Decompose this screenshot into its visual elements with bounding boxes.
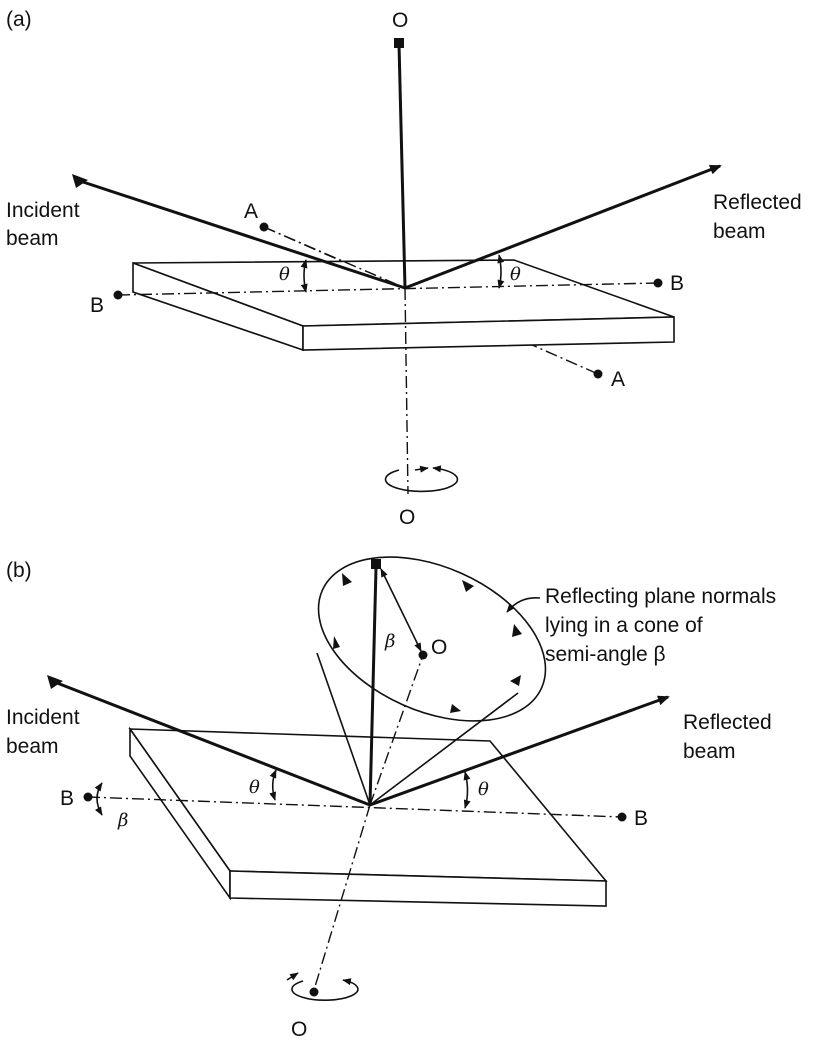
incident-beam-label-b-line2: beam bbox=[6, 735, 59, 758]
axis-o-cone-label-b: O bbox=[431, 636, 447, 659]
panel-b: (b) bbox=[6, 556, 776, 1041]
theta-arc-left-b bbox=[269, 769, 277, 801]
cone-axis-o-point bbox=[418, 650, 428, 660]
incident-beam-tail-b bbox=[47, 675, 63, 689]
rotation-arrow-head-b bbox=[286, 972, 299, 981]
incident-beam-label-a-line1: Incident bbox=[6, 199, 80, 222]
axis-a-bottom-label: A bbox=[611, 368, 625, 391]
beta-arrow-cone bbox=[380, 568, 422, 652]
cone-base-ellipse bbox=[317, 556, 547, 722]
axis-b-left-label-a: B bbox=[90, 294, 104, 317]
panel-b-tag: (b) bbox=[6, 559, 32, 582]
cone-axis-dashed bbox=[369, 654, 424, 806]
axis-o-bottom-label-a: O bbox=[399, 506, 415, 529]
theta-label-left-b: θ bbox=[249, 777, 260, 798]
axis-a-top-label: A bbox=[244, 200, 258, 223]
rotation-arrow-b bbox=[291, 978, 359, 1002]
crystal-slab-a bbox=[132, 259, 675, 352]
panel-a-tag: (a) bbox=[6, 8, 32, 31]
crystal-slab-b bbox=[128, 726, 608, 907]
cone-side-left bbox=[316, 652, 371, 806]
reflected-beam-label-a-line2: beam bbox=[713, 220, 766, 243]
incident-beam-a bbox=[76, 178, 406, 290]
incident-beam-label-a-line2: beam bbox=[6, 227, 59, 250]
reflected-beam-label-b-line2: beam bbox=[683, 740, 736, 763]
normal-o-end-marker bbox=[394, 38, 404, 48]
reflected-beam-b bbox=[369, 695, 670, 807]
axis-a-point-bottom bbox=[593, 369, 603, 379]
axis-o-point-b bbox=[309, 987, 319, 997]
normal-end-marker-b bbox=[371, 559, 381, 569]
axis-o-bottom-label-b: O bbox=[291, 1018, 307, 1041]
normal-line-b bbox=[368, 567, 378, 806]
panel-a: (a) θ θ O bbox=[6, 8, 802, 529]
cone-note-line1: Reflecting plane normals bbox=[545, 585, 776, 608]
beta-rotation-arrow-b bbox=[94, 782, 103, 816]
reflected-beam-label-a-line1: Reflected bbox=[713, 191, 802, 214]
axis-b-right-label-b: B bbox=[634, 807, 648, 830]
axis-b-point-right-a bbox=[653, 278, 663, 288]
beta-label-cone: β bbox=[384, 631, 395, 652]
incident-beam-b bbox=[51, 679, 371, 807]
axis-b-point-left-a bbox=[113, 290, 123, 300]
theta-label-right-a: θ bbox=[510, 264, 521, 285]
cone-note-pointer bbox=[506, 596, 541, 613]
theta-arc-left-a bbox=[300, 259, 308, 293]
theta-label-right-b: θ bbox=[478, 779, 489, 800]
beta-label-b-axis: β bbox=[117, 810, 128, 831]
axis-b-line-a bbox=[117, 282, 659, 296]
rotation-axis-o-dashed bbox=[404, 287, 409, 495]
axis-b-point-left-b bbox=[83, 792, 93, 802]
normals-cone bbox=[316, 556, 547, 806]
incident-beam-label-b-line1: Incident bbox=[6, 706, 80, 729]
cone-note-line3: semi-angle β bbox=[545, 643, 666, 666]
theta-arc-right-a bbox=[497, 254, 505, 289]
reflected-beam-a bbox=[404, 164, 722, 290]
axis-b-right-label-a: B bbox=[670, 272, 684, 295]
cone-side-right bbox=[369, 692, 519, 806]
axis-a-line-front bbox=[263, 226, 406, 289]
axis-b-line-b bbox=[87, 796, 623, 818]
theta-label-left-a: θ bbox=[279, 264, 290, 285]
axis-b-point-right-b bbox=[617, 812, 627, 822]
rotation-arrow-head-a bbox=[414, 465, 429, 473]
axis-o-top-label-a: O bbox=[392, 9, 408, 32]
axis-b-left-label-b: B bbox=[60, 787, 74, 810]
reflected-beam-label-b-line1: Reflected bbox=[683, 711, 772, 734]
rotation-arrow-a bbox=[384, 465, 459, 493]
incident-beam-tail-a bbox=[72, 174, 88, 188]
theta-arc-right-b bbox=[463, 771, 471, 809]
cone-note-line2: lying in a cone of bbox=[545, 614, 703, 637]
normal-o-line bbox=[397, 43, 407, 289]
rotation-axis-o-dashed-b bbox=[313, 804, 371, 991]
